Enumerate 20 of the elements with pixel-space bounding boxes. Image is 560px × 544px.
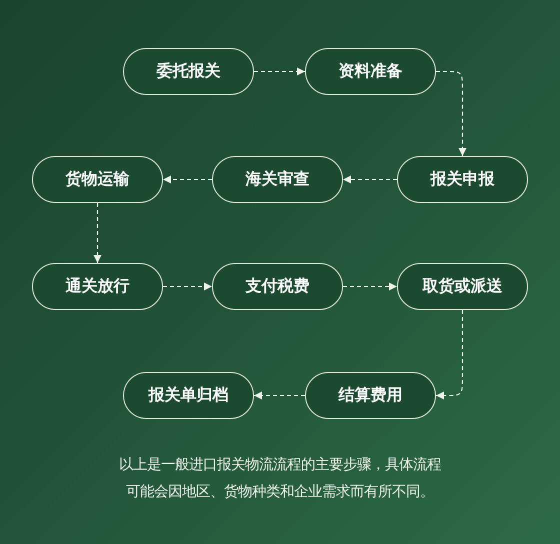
arrow [343, 176, 397, 184]
arrow [436, 70, 466, 156]
process-box: 海关审查 [212, 156, 343, 203]
process-box: 通关放行 [32, 263, 163, 310]
arrow [94, 203, 102, 263]
process-box: 委托报关 [123, 48, 254, 95]
caption-text: 以上是一般进口报关物流流程的主要步骤，具体流程可能会因地区、货物种类和企业需求而有所不同。 [118, 456, 442, 502]
arrow [254, 68, 305, 76]
process-box: 取货或派送 [397, 263, 528, 310]
arrow [343, 282, 397, 290]
process-box: 结算费用 [305, 372, 436, 419]
arrow [163, 282, 212, 290]
process-box: 报关申报 [397, 156, 528, 203]
arrow [163, 176, 212, 184]
process-box: 报关单归档 [123, 372, 254, 419]
process-box: 货物运输 [32, 156, 163, 203]
arrow [436, 310, 464, 400]
process-box: 支付税费 [212, 263, 343, 310]
arrow [254, 392, 305, 400]
process-box: 资料准备 [305, 48, 436, 95]
